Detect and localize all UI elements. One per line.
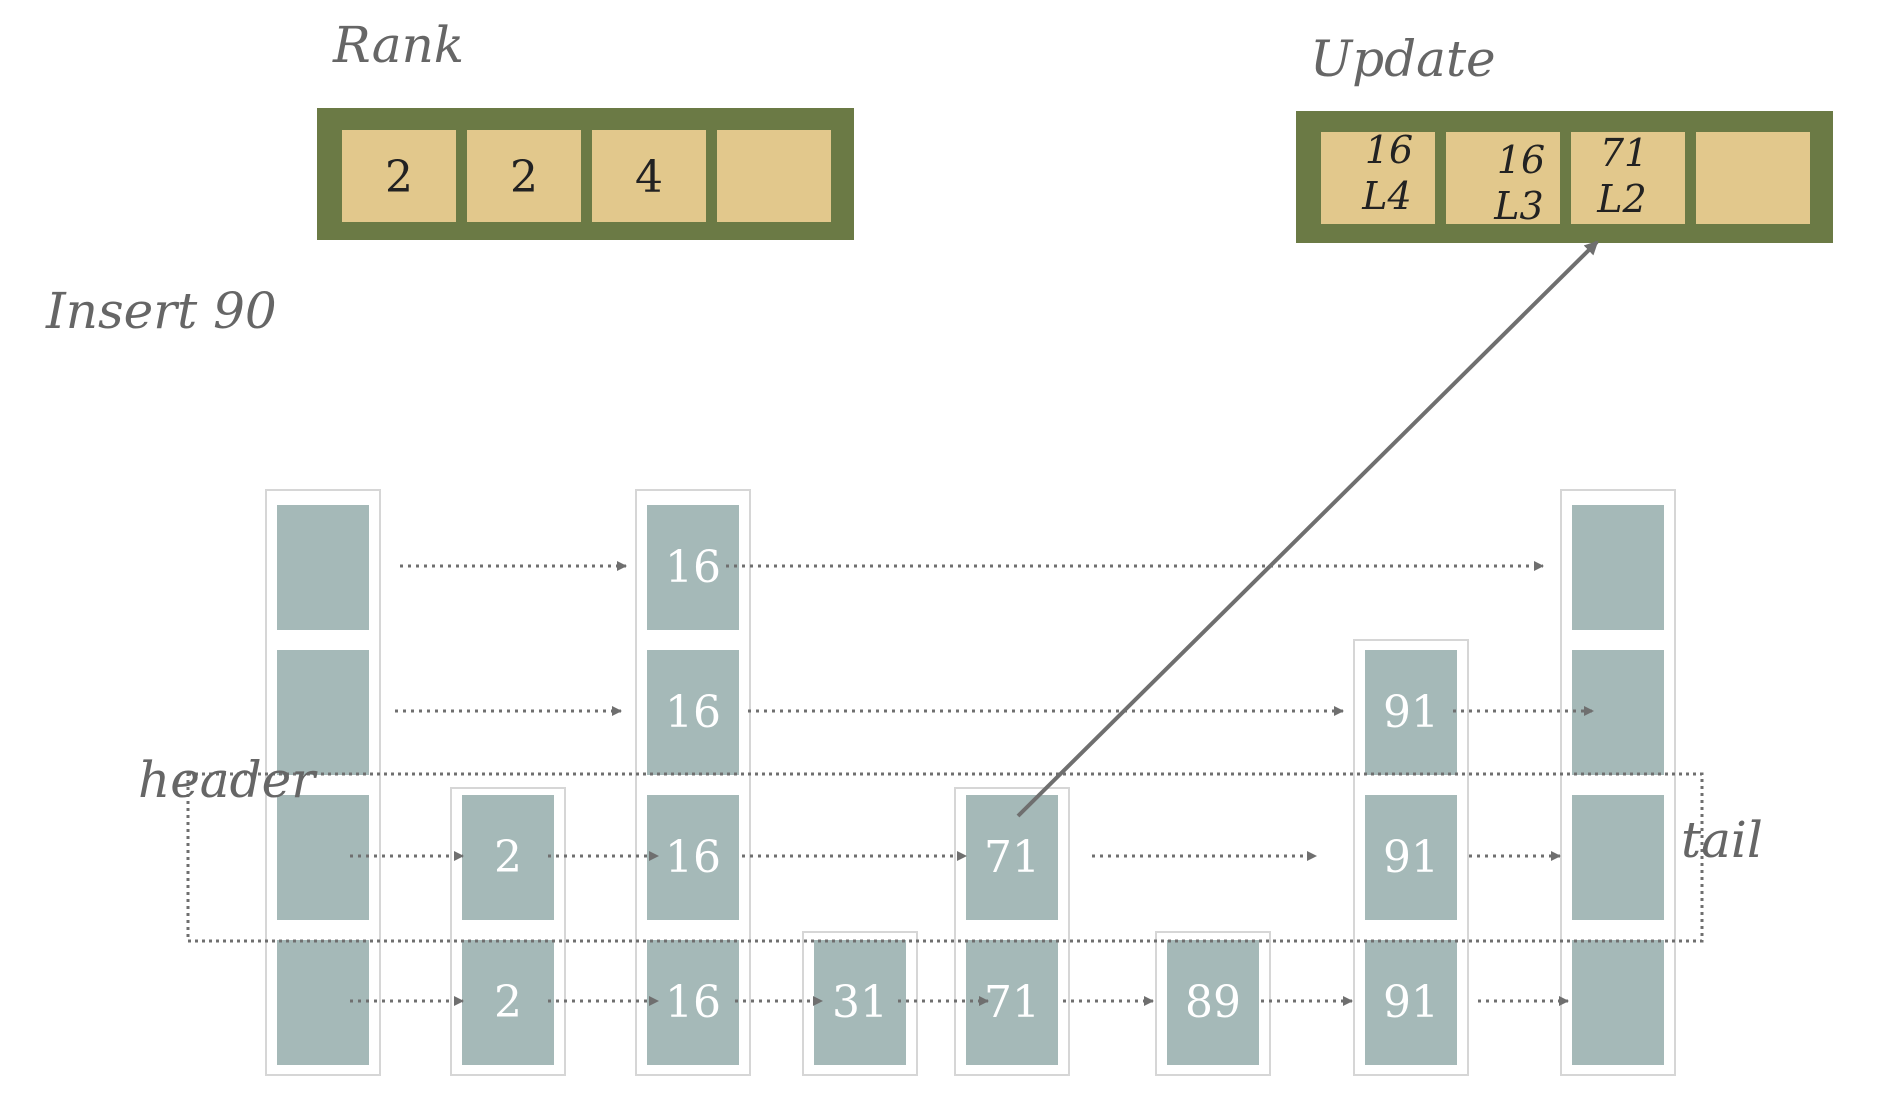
- node-value: 16: [665, 977, 721, 1028]
- node-value: 2: [494, 832, 522, 883]
- column-frame: [1353, 639, 1469, 1076]
- rank-array: 2 2 4: [317, 108, 854, 240]
- forward-pointers: [350, 561, 1594, 1006]
- column-tail: [1560, 489, 1676, 1076]
- header-label: header: [138, 751, 318, 809]
- column-31: 31: [802, 931, 918, 1076]
- node-value: 91: [1383, 687, 1439, 738]
- node-cell: [647, 650, 739, 775]
- node-cell: [277, 795, 369, 920]
- node-value: 16: [665, 687, 721, 738]
- node-cell: [647, 795, 739, 920]
- update-label: Update: [1310, 30, 1496, 88]
- node-cell: [1167, 940, 1259, 1065]
- node-cell: [462, 940, 554, 1065]
- tail-label: tail: [1681, 811, 1763, 869]
- column-frame: [1560, 489, 1676, 1076]
- update-level: L2: [1596, 177, 1646, 221]
- column-frame: [450, 787, 566, 1076]
- node-cell: [277, 505, 369, 630]
- rank-cell: [467, 130, 581, 222]
- update-cell: [1446, 132, 1560, 224]
- node-value: 89: [1185, 977, 1241, 1028]
- column-2: 2 2: [450, 787, 566, 1076]
- node-cell: [462, 795, 554, 920]
- node-value: 31: [832, 977, 888, 1028]
- column-71: 71 71: [954, 787, 1070, 1076]
- column-frame: [635, 489, 751, 1076]
- node-value: 91: [1383, 832, 1439, 883]
- rank-cell: [342, 130, 456, 222]
- node-value: 91: [1383, 977, 1439, 1028]
- rank-cell: [717, 130, 831, 222]
- update-array: 16 L4 16 L3 71 L2: [1296, 111, 1833, 243]
- node-value: 16: [665, 542, 721, 593]
- update-pointer-arrow: [1016, 240, 1599, 818]
- rank-value: 4: [635, 152, 663, 203]
- rank-value: 2: [385, 152, 413, 203]
- node-value: 2: [494, 977, 522, 1028]
- node-cell: [647, 940, 739, 1065]
- node-cell: [1365, 650, 1457, 775]
- rank-cell: [592, 130, 706, 222]
- update-value: 16: [1497, 138, 1545, 182]
- update-level: L3: [1493, 184, 1543, 228]
- node-cell: [1572, 650, 1664, 775]
- update-value: 16: [1365, 128, 1413, 172]
- column-frame: [1155, 931, 1271, 1076]
- rank-value: 2: [510, 152, 538, 203]
- column-frame: [802, 931, 918, 1076]
- column-frame: [954, 787, 1070, 1076]
- node-value: 16: [665, 832, 721, 883]
- header-tail-dotted-frame: [186, 772, 1704, 943]
- node-value: 71: [984, 832, 1040, 883]
- insert-label: Insert 90: [45, 282, 277, 340]
- column-16: 16 16 16 16: [635, 489, 751, 1076]
- node-cell: [647, 505, 739, 630]
- column-frame: [265, 489, 381, 1076]
- node-cell: [277, 940, 369, 1065]
- node-cell: [1572, 940, 1664, 1065]
- update-cell: [1321, 132, 1435, 224]
- node-cell: [1572, 795, 1664, 920]
- node-cell: [1365, 795, 1457, 920]
- node-cell: [966, 795, 1058, 920]
- update-value: 71: [1600, 131, 1648, 175]
- node-cell: [1365, 940, 1457, 1065]
- rank-label: Rank: [332, 16, 464, 74]
- column-89: 89: [1155, 931, 1271, 1076]
- node-cell: [1572, 505, 1664, 630]
- update-cell: [1696, 132, 1810, 224]
- column-91: 91 91 91: [1353, 639, 1469, 1076]
- column-header: [265, 489, 381, 1076]
- update-level: L4: [1361, 174, 1411, 218]
- update-cell: [1571, 132, 1685, 224]
- node-cell: [814, 940, 906, 1065]
- node-cell: [277, 650, 369, 775]
- node-value: 71: [984, 977, 1040, 1028]
